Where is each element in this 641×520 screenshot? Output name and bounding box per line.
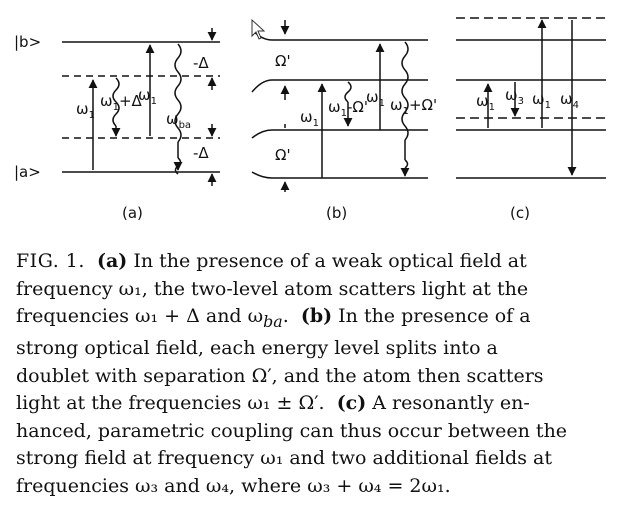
panel-a <box>62 28 220 186</box>
b-omega1-minus: ω1-Ω' <box>328 98 368 119</box>
caption-part-b: (b) <box>300 305 333 327</box>
panel-b-labels: Ω' Ω' ω1 ω1-Ω' ω1 ω1+Ω' (b) <box>275 52 437 222</box>
caption-line-3: frequencies ω₁ + Δ and ωba. (b) In the p… <box>16 305 531 331</box>
caption-line-5: doublet with separation Ω′, and the atom… <box>16 364 544 387</box>
b-omega-prime-top: Ω' <box>275 52 291 70</box>
panel-b-caption-label: (b) <box>326 204 347 222</box>
caption-line-9: frequencies ω₃ and ω₄, where ω₃ + ω₄ = 2… <box>16 474 451 497</box>
panel-b <box>251 20 428 192</box>
c-omega1-b: ω1 <box>532 90 551 111</box>
b-omega1-plus: ω1+Ω' <box>390 96 437 117</box>
panel-c <box>456 17 606 179</box>
c-omega1-a: ω1 <box>476 92 495 113</box>
b-omega1-a: ω1 <box>300 108 319 129</box>
caption-line-4: strong optical field, each energy level … <box>16 337 498 360</box>
level-a-label: |a> <box>14 163 41 181</box>
caption-line-6: light at the frequencies ω₁ ± Ω′. (c) A … <box>16 392 530 415</box>
panel-c-caption-label: (c) <box>510 204 530 222</box>
b-omega1-c: ω1 <box>366 88 385 109</box>
a-omega1-left: ω1 <box>76 100 95 121</box>
minus-delta-top: -Δ <box>193 54 209 72</box>
level-b-label: |b> <box>14 33 41 51</box>
caption-line-7: hanced, parametric coupling can thus occ… <box>16 419 568 442</box>
a-omega1-plus-delta: ω1+Δ <box>100 92 143 113</box>
a-omega1-right: ω1 <box>138 86 157 107</box>
mouse-cursor-icon <box>251 18 266 40</box>
caption-fig-number: FIG. 1. <box>16 250 85 272</box>
caption-line-2: frequency ω₁, the two-level atom scatter… <box>16 277 529 300</box>
caption-part-c: (c) <box>336 392 367 415</box>
panel-a-caption-label: (a) <box>122 204 143 222</box>
caption-part-a: (a) <box>97 250 128 272</box>
figure-caption: FIG. 1. (a) In the presence of a weak op… <box>16 248 636 500</box>
panel-a-labels: |b> |a> -Δ -Δ ω1 ω1+Δ ω1 ωba (a) <box>14 33 209 222</box>
caption-line-8: strong field at frequency ω₁ and two add… <box>16 447 552 470</box>
caption-line-1: FIG. 1. (a) In the presence of a weak op… <box>16 250 527 272</box>
minus-delta-bottom: -Δ <box>193 144 209 162</box>
energy-level-figure: |b> |a> -Δ -Δ ω1 ω1+Δ ω1 ωba (a) Ω' Ω' ω… <box>14 17 606 222</box>
a-omega-ba: ωba <box>166 110 191 131</box>
panel-c-labels: ω1 ω3 ω1 ω4 (c) <box>476 86 579 222</box>
c-omega4: ω4 <box>560 90 579 111</box>
b-omega-prime-bottom: Ω' <box>275 146 291 164</box>
c-omega3: ω3 <box>505 86 524 107</box>
